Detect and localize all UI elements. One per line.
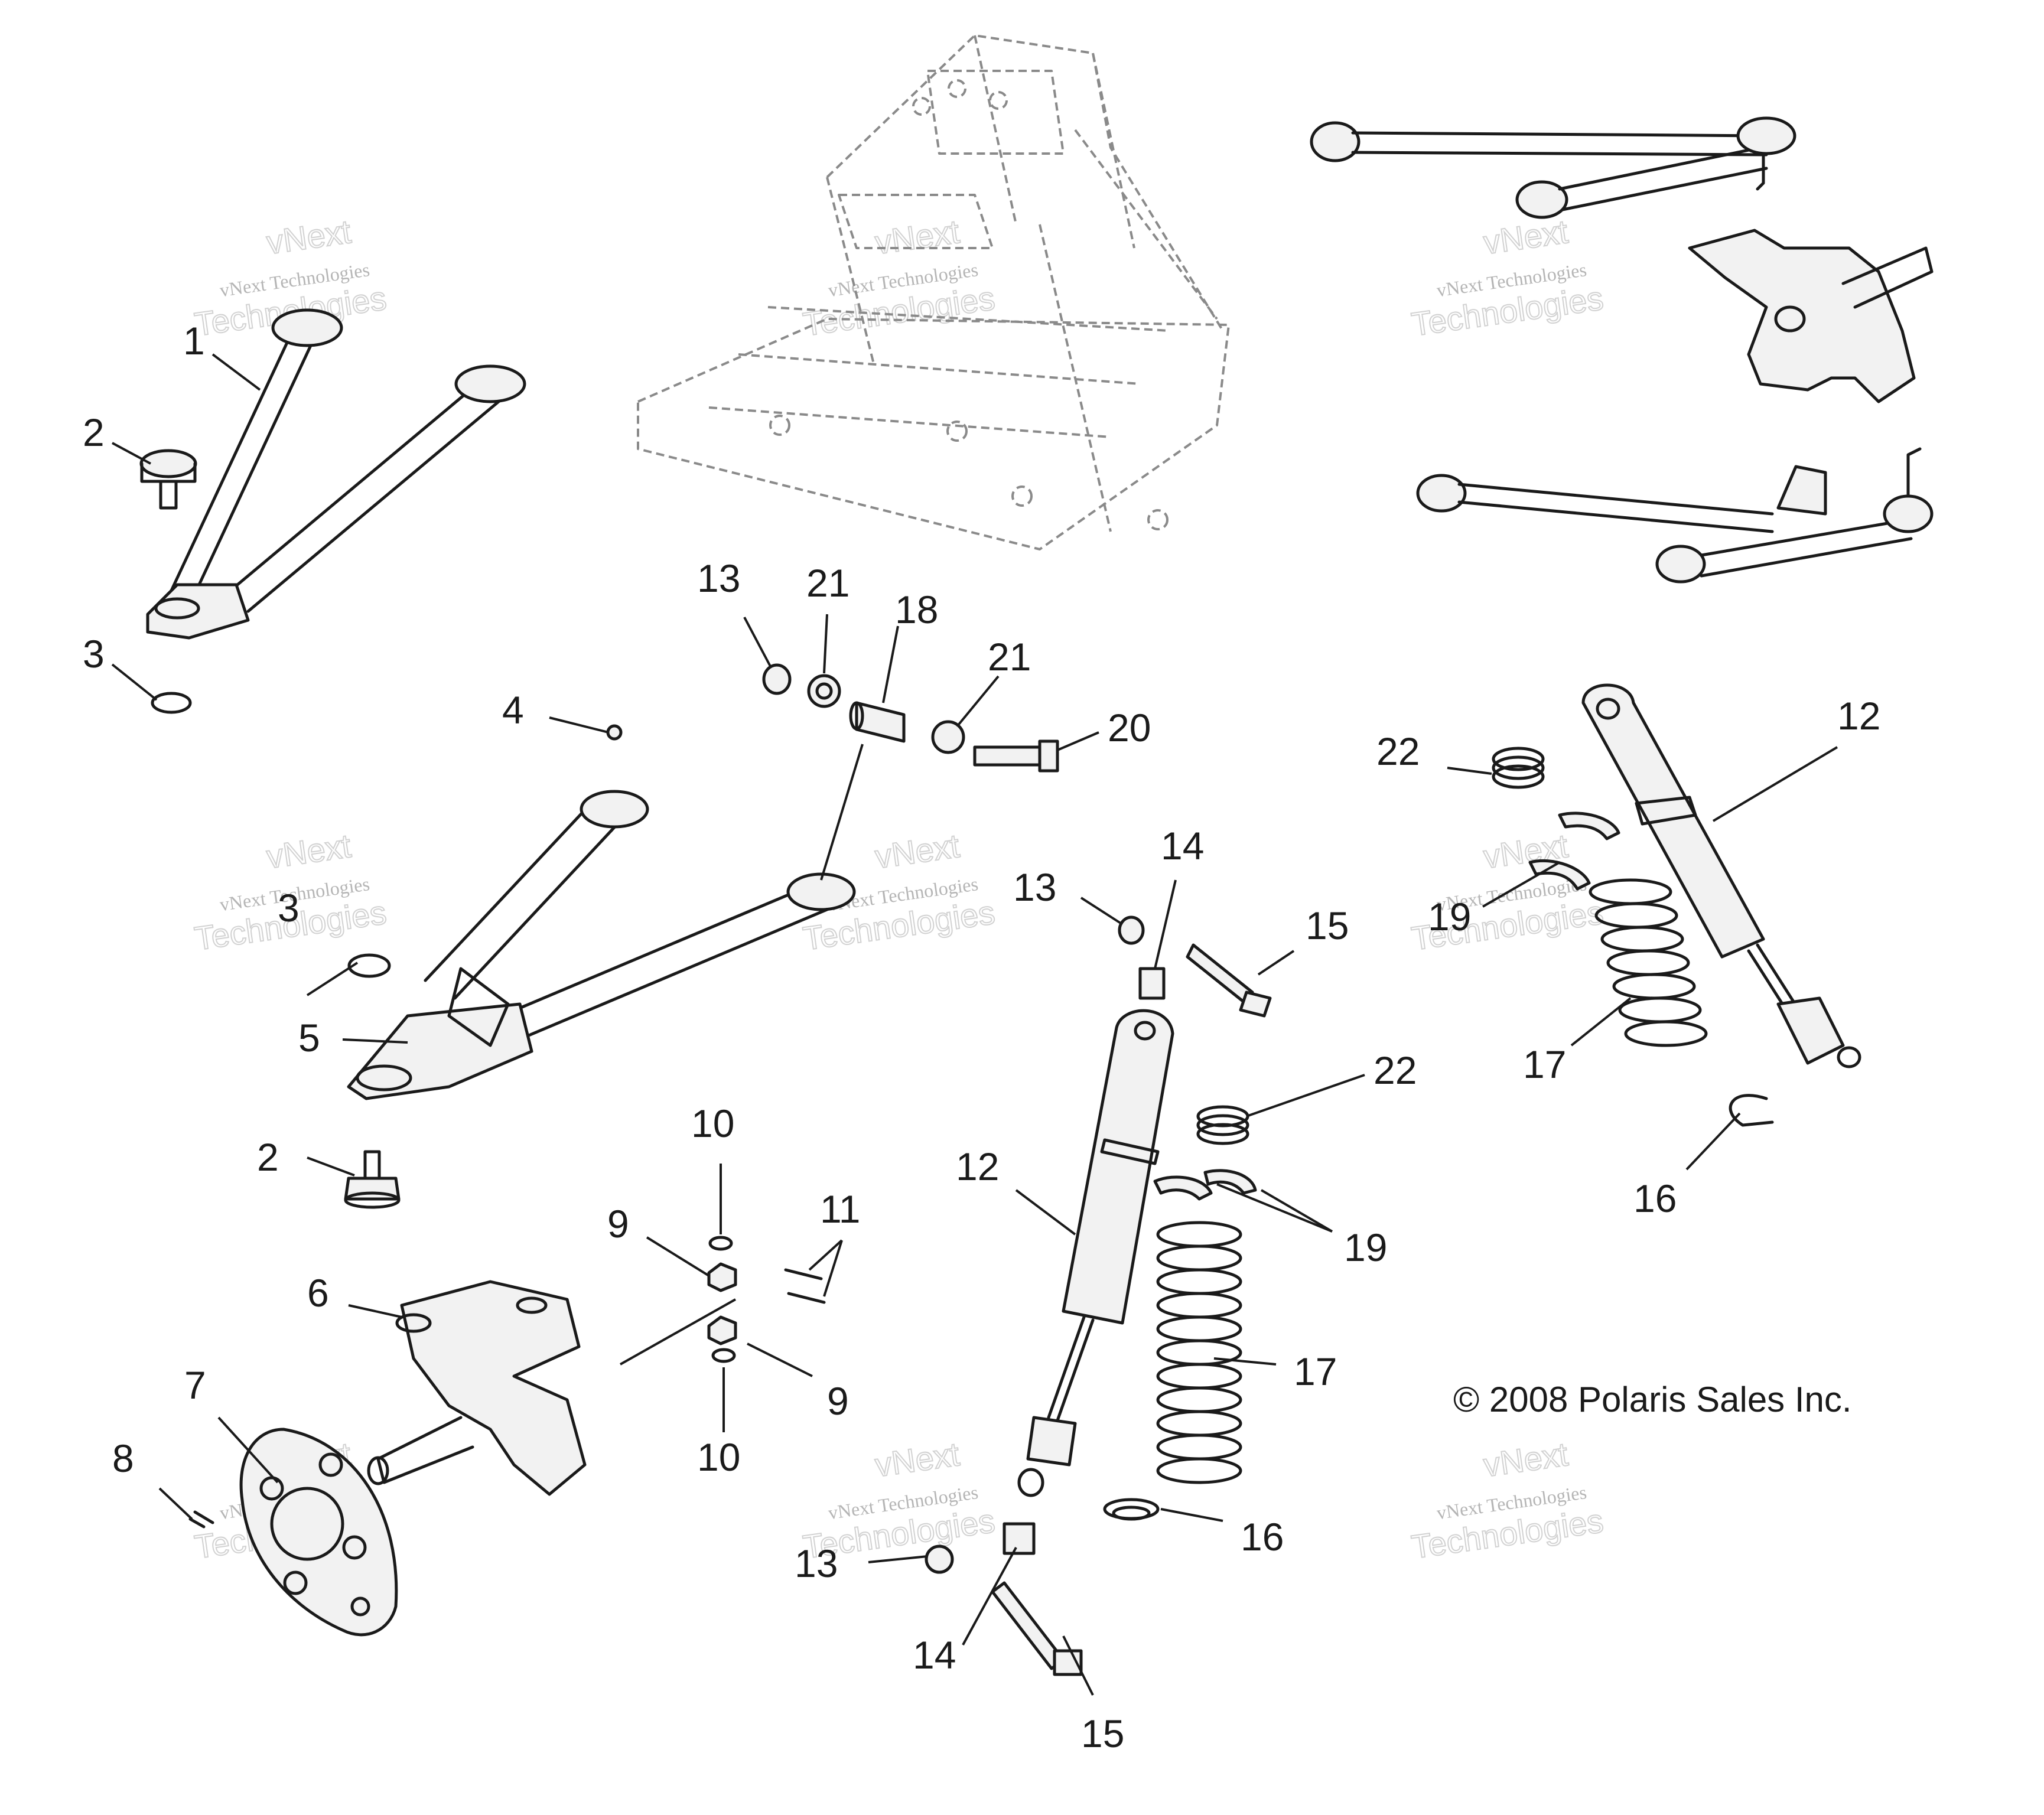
callout-9-top: 9 — [607, 1202, 629, 1246]
callout-14-top: 14 — [1161, 824, 1204, 868]
watermark-vnext: vNext — [1481, 1435, 1570, 1484]
frame-phantom — [637, 34, 1230, 550]
brake-disc — [239, 1428, 398, 1637]
bushing-13-mid — [1118, 915, 1145, 945]
copyright-notice: © 2008 Polaris Sales Inc. — [1453, 1380, 1852, 1419]
watermark-vnext: vNext — [264, 827, 353, 875]
shock-absorber-12-front — [1017, 1009, 1174, 1497]
collet-22-front — [1196, 1105, 1249, 1145]
snap-ring-3-top — [151, 692, 192, 714]
callout-21-bottom: 21 — [988, 635, 1031, 679]
callout-17-rear: 17 — [1523, 1042, 1566, 1086]
callout-4: 4 — [502, 688, 524, 732]
watermarks: vNext vNext Technologies Technologies vN… — [191, 212, 1606, 1566]
bolt-20 — [973, 739, 1059, 773]
callout-15-top: 15 — [1306, 904, 1349, 947]
leader-lines — [111, 353, 1838, 1696]
callout-5: 5 — [298, 1016, 320, 1060]
bushing-21-top — [807, 674, 841, 708]
callout-12-front: 12 — [956, 1145, 999, 1188]
grease-fitting — [606, 724, 623, 741]
watermark-vnext: vNext — [264, 213, 353, 261]
castle-nut-9-top — [707, 1262, 737, 1292]
callout-3-mid: 3 — [278, 886, 300, 930]
bolt-15-top — [1186, 943, 1272, 1018]
upper-a-arm-assembly — [1310, 116, 1796, 219]
bushing-13-bottom — [925, 1544, 954, 1574]
retainer-19-front — [1153, 1169, 1257, 1201]
spacer-18 — [849, 701, 906, 743]
retainer-16-rear — [1729, 1094, 1774, 1127]
callout-10-bottom: 10 — [697, 1435, 740, 1479]
lower-a-arm — [347, 790, 856, 1100]
callout-18: 18 — [895, 588, 938, 631]
callout-21-top: 21 — [806, 561, 850, 605]
callout-14-bottom: 14 — [913, 1633, 956, 1677]
retainer-16-front — [1103, 1498, 1160, 1521]
watermark-vnext: vNext — [1481, 213, 1570, 261]
callout-7: 7 — [184, 1363, 206, 1407]
callout-16-rear: 16 — [1633, 1177, 1677, 1220]
spring-17-rear — [1589, 878, 1708, 1047]
callout-15-bottom: 15 — [1081, 1712, 1124, 1755]
callout-1: 1 — [183, 319, 205, 363]
callout-3-top: 3 — [83, 632, 105, 676]
callout-22-rear: 22 — [1376, 729, 1420, 773]
callout-11: 11 — [820, 1187, 861, 1231]
spindle-assembly — [1688, 229, 1934, 403]
washer-10-bottom — [711, 1348, 736, 1363]
spacer-14-bottom — [1003, 1522, 1036, 1555]
castle-nut-9-bottom — [707, 1315, 737, 1345]
watermark-vnext: vNext — [873, 1435, 962, 1484]
callout-2-top: 2 — [83, 410, 105, 454]
callout-10-top: 10 — [691, 1102, 734, 1145]
callout-12-rear: 12 — [1837, 694, 1880, 738]
cotter-pin-11 — [784, 1268, 826, 1304]
ball-joint-top — [139, 449, 197, 510]
washer-10-top — [708, 1236, 733, 1251]
callout-8: 8 — [112, 1436, 134, 1480]
spacer-14-top — [1138, 967, 1166, 1000]
ball-joint-bottom — [344, 1150, 401, 1209]
snap-ring-3-mid — [347, 953, 391, 978]
shock-absorber-12-rear — [1581, 683, 1861, 1068]
callout-20: 20 — [1108, 706, 1151, 750]
callout-6: 6 — [307, 1271, 329, 1315]
callout-13-bottom: 13 — [795, 1542, 838, 1585]
bushing-13-top — [762, 663, 792, 695]
collet-22-rear — [1492, 747, 1545, 789]
watermark-vnext: vNext — [873, 213, 962, 261]
spindle — [367, 1280, 587, 1496]
callout-22-front: 22 — [1373, 1048, 1417, 1092]
lower-a-arm-assembly — [1416, 447, 1934, 584]
bushing-21-bottom — [931, 720, 965, 754]
callout-2-bottom: 2 — [257, 1135, 279, 1179]
callout-labels: 1 2 3 4 3 5 2 6 7 8 9 9 10 10 11 12 12 1… — [83, 319, 1880, 1755]
callout-16-front: 16 — [1241, 1515, 1284, 1559]
callout-13-mid: 13 — [1013, 865, 1056, 909]
watermark-vnext: vNext — [873, 827, 962, 875]
bolt-15-bottom — [991, 1581, 1083, 1676]
retainer-19-rear — [1528, 812, 1620, 891]
callout-17-front: 17 — [1294, 1350, 1337, 1393]
callout-13-top: 13 — [697, 556, 740, 600]
brake-disc-screw — [188, 1510, 214, 1529]
spring-17-front — [1156, 1221, 1242, 1484]
callout-19-rear: 19 — [1428, 895, 1471, 939]
upper-a-arm — [146, 308, 526, 640]
callout-9-bottom: 9 — [827, 1379, 849, 1423]
callout-19-front: 19 — [1344, 1226, 1387, 1269]
